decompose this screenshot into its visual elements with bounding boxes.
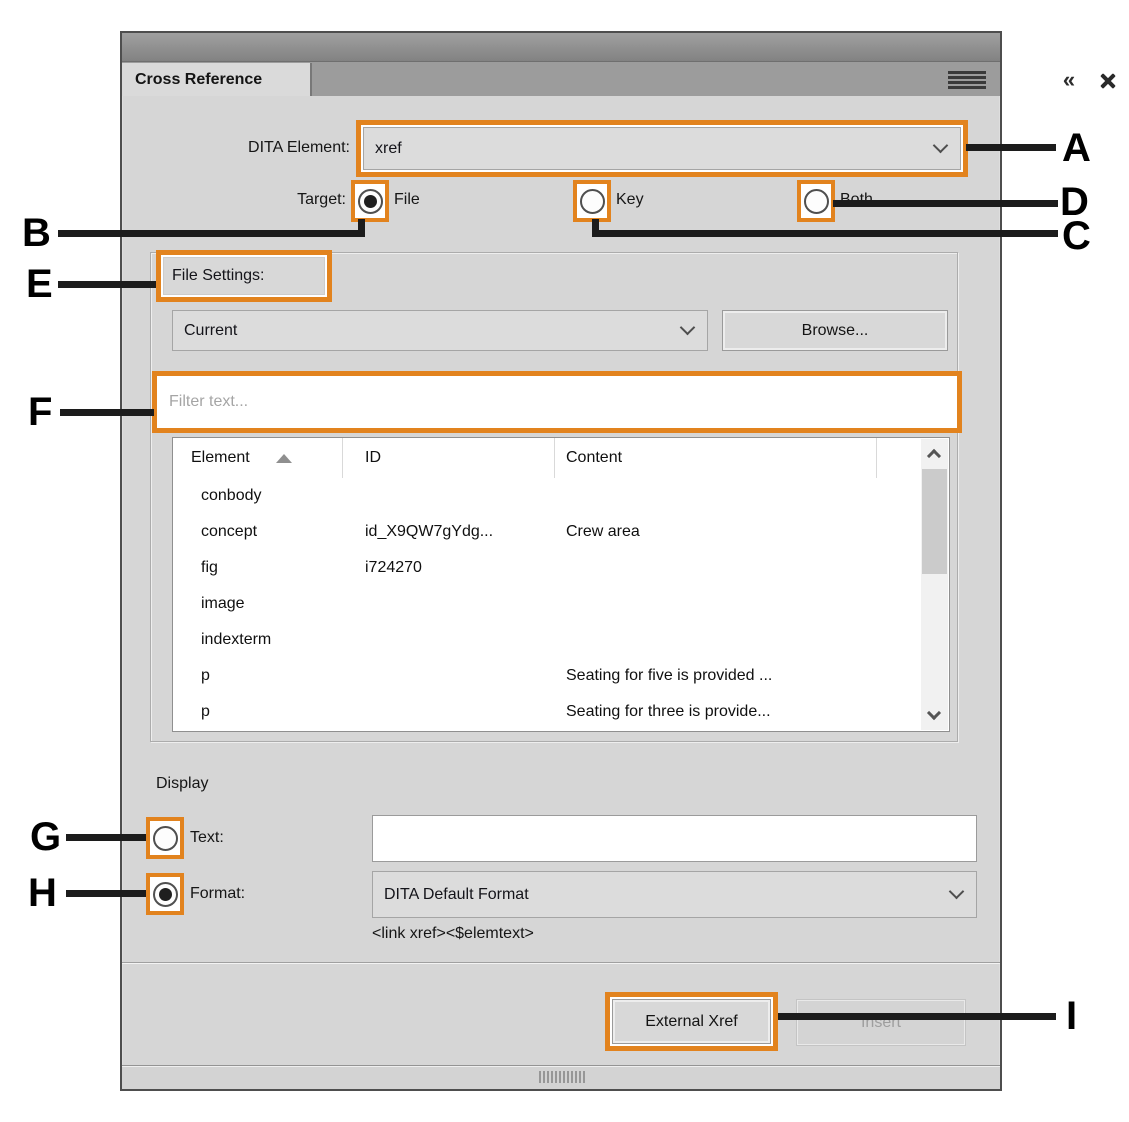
table-row[interactable]: image <box>201 595 245 612</box>
annotation-line-c <box>592 230 1058 237</box>
annotation-letter-f: F <box>28 390 53 434</box>
annotation-line-a <box>966 144 1056 151</box>
format-preview: <link xref><$elemtext> <box>372 925 534 942</box>
file-settings-groupbox <box>150 252 958 742</box>
insert-button[interactable]: Insert <box>796 999 966 1046</box>
table-row[interactable]: conbody <box>201 487 262 504</box>
external-xref-button[interactable]: External Xref <box>612 999 771 1044</box>
target-file-label[interactable]: File <box>394 191 420 208</box>
external-xref-highlight: External Xref <box>605 992 778 1051</box>
table-row[interactable]: indexterm <box>201 631 272 648</box>
annotation-line-f <box>60 409 154 416</box>
display-text-highlight <box>146 817 184 859</box>
file-settings-label: File Settings: <box>163 257 325 295</box>
annotation-letter-a: A <box>1062 126 1091 170</box>
column-header-element[interactable]: Element <box>173 438 343 478</box>
table-row[interactable]: concept id_X9QW7gYdg... Crew area <box>201 523 640 540</box>
annotation-line-b-elbow <box>358 219 365 237</box>
chevron-down-icon <box>679 319 696 336</box>
section-divider <box>122 962 1000 964</box>
panel-titlebar[interactable]: « <box>122 33 1075 91</box>
target-label: Target: <box>297 191 346 208</box>
format-select[interactable]: DITA Default Format <box>372 871 977 918</box>
panel-menu-icon[interactable] <box>948 71 986 89</box>
target-key-highlight <box>573 180 611 222</box>
annotation-letter-i: I <box>1066 994 1078 1038</box>
dita-element-highlight: xref <box>356 120 968 177</box>
filter-highlight <box>152 371 962 433</box>
annotation-line-i <box>778 1013 1056 1020</box>
annotation-letter-b: B <box>22 211 51 255</box>
target-radio-both[interactable] <box>803 188 829 214</box>
dita-element-value: xref <box>375 139 402 157</box>
dita-element-label: DITA Element: <box>248 139 350 156</box>
resize-grip-handle[interactable] <box>539 1071 585 1083</box>
annotation-line-b <box>58 230 365 237</box>
annotation-letter-d: D <box>1060 180 1089 224</box>
chevron-down-icon <box>948 883 965 900</box>
target-radio-key[interactable] <box>579 188 605 214</box>
file-settings-highlight: File Settings: <box>156 250 332 302</box>
annotation-letter-g: G <box>30 815 62 859</box>
display-format-label[interactable]: Format: <box>190 885 246 902</box>
column-header-content[interactable]: Content <box>555 438 877 478</box>
annotation-line-h <box>66 890 146 897</box>
target-radio-file[interactable] <box>357 188 383 214</box>
target-both-highlight <box>797 180 835 222</box>
format-value: DITA Default Format <box>384 885 529 903</box>
table-row[interactable]: fig i724270 <box>201 559 422 576</box>
scroll-up-icon[interactable] <box>926 448 942 464</box>
display-format-highlight <box>146 873 184 915</box>
file-source-select[interactable]: Current <box>172 310 708 351</box>
tab-cross-reference[interactable]: Cross Reference <box>122 63 312 96</box>
table-scrollbar[interactable] <box>921 439 948 730</box>
scrollbar-thumb[interactable] <box>922 469 947 574</box>
table-row[interactable]: p Seating for five is provided ... <box>201 667 773 684</box>
scroll-down-icon[interactable] <box>926 705 942 721</box>
display-radio-text[interactable] <box>152 825 178 851</box>
annotation-line-d <box>833 200 1058 207</box>
table-header-row: Element ID Content <box>173 438 949 478</box>
column-header-id[interactable]: ID <box>343 438 555 478</box>
sort-ascending-icon <box>275 453 292 463</box>
target-key-label[interactable]: Key <box>616 191 644 208</box>
display-radio-format[interactable] <box>152 881 178 907</box>
annotation-letter-h: H <box>28 871 57 915</box>
annotation-letter-c: C <box>1062 214 1091 258</box>
file-source-value: Current <box>184 321 238 339</box>
annotation-line-g <box>66 834 146 841</box>
dita-element-select[interactable]: xref <box>363 127 961 170</box>
browse-button[interactable]: Browse... <box>722 310 948 351</box>
target-file-highlight <box>351 180 389 222</box>
annotation-line-c-elbow <box>592 219 599 237</box>
chevron-down-icon <box>932 137 949 154</box>
filter-input[interactable] <box>159 378 955 426</box>
display-text-input[interactable] <box>372 815 977 862</box>
element-table: Element ID Content conbody concept id_X9… <box>172 437 950 732</box>
display-section-label: Display <box>156 775 209 792</box>
annotation-letter-e: E <box>26 262 53 306</box>
collapse-panel-icon[interactable]: « <box>1062 67 1076 92</box>
annotation-line-e <box>58 281 156 288</box>
display-text-label[interactable]: Text: <box>190 829 224 846</box>
close-icon[interactable] <box>1100 73 1116 89</box>
table-row[interactable]: p Seating for three is provide... <box>201 703 771 720</box>
